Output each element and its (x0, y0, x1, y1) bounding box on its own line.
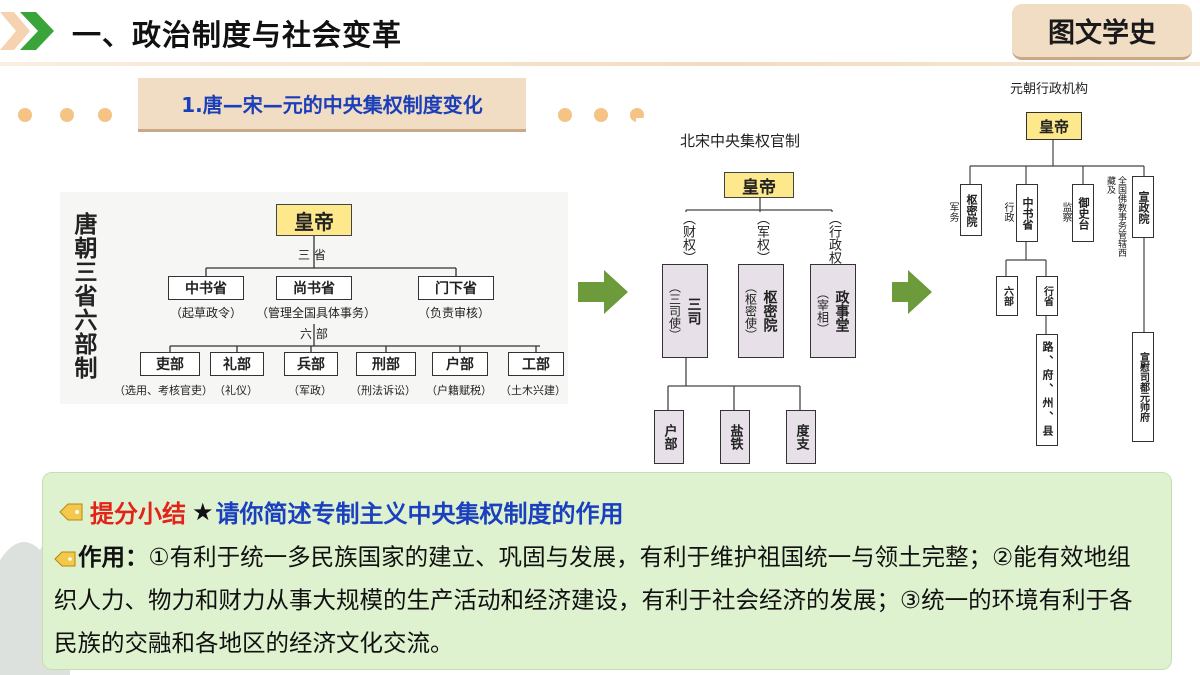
summary-answer: 作用：①有利于统一多民族国家的建立、巩固与发展，有利于维护祖国统一与领土完整；②… (54, 536, 1154, 665)
song-power-label: （军权） (752, 212, 771, 264)
song-office-name: 政事堂 (833, 290, 850, 332)
tang-bu-duty: （礼仪） (214, 384, 258, 397)
tang-sheng-box: 门下省 (418, 276, 494, 300)
tang-bu-box: 刑部 (356, 352, 416, 376)
section-subtitle: 1.唐—宋—元的中央集权制度变化 (138, 78, 526, 132)
tang-bu-duty: （土木兴建） (500, 384, 566, 397)
tang-bu-box: 工部 (508, 352, 564, 376)
tang-bu-duty: （户籍赋税） (426, 384, 492, 397)
chevron-right-icon (0, 12, 54, 50)
yuan-role-label: 监察 (1060, 202, 1071, 222)
tang-sheng-box: 尚书省 (276, 276, 352, 300)
song-emperor-box: 皇帝 (724, 172, 794, 198)
song-office-box: 政事堂 （宰相） (810, 264, 856, 358)
song-office-sub: （宰相） (815, 287, 830, 335)
header-divider (0, 62, 1200, 66)
yuan-office-box: 枢密院 (960, 184, 982, 236)
tang-connectors (169, 234, 540, 352)
song-office-box: 三司 （三司使） (662, 264, 708, 358)
summary-highlight: 提分小结 (90, 500, 186, 528)
tang-bu-box: 礼部 (210, 352, 264, 376)
song-office-sub: （三司使） (667, 281, 682, 341)
yuan-office-box: 宣政院 (1132, 176, 1154, 238)
tang-sheng-duty: （管理全国具体事务） (256, 306, 377, 320)
tang-liubu-label: 六 部 (300, 327, 328, 341)
tag-icon (54, 551, 76, 566)
tang-sheng-box: 中书省 (168, 276, 244, 300)
song-title: 北宋中央集权官制 (680, 132, 801, 150)
yuan-title: 元朝行政机构 (1010, 82, 1089, 97)
yuan-office-box: 中书省 (1016, 184, 1038, 242)
yuan-role-label: 行政 (1002, 202, 1013, 222)
green-arrow-icon (882, 270, 932, 314)
section-badge: 图文学史 (1012, 4, 1192, 60)
song-sansi-sub-box: 度支 (786, 410, 816, 464)
yuan-liubu-box: 六部 (996, 276, 1018, 316)
summary-question: 请你简述专制主义中央集权制度的作用 (215, 500, 624, 528)
summary-header: 提分小结 ★ 请你简述专制主义中央集权制度的作用 (58, 494, 624, 529)
decor-dot (98, 108, 112, 122)
tang-bu-duty: （刑法诉讼） (350, 384, 416, 397)
decor-dot (60, 108, 74, 122)
summary-panel (42, 472, 1172, 670)
song-diagram: 北宋中央集权官制 皇帝 （财权） （军权） （行政权） 三司 （三司使） 枢密院… (636, 118, 892, 470)
song-power-label: （行政权） (824, 212, 843, 277)
tag-icon (59, 503, 83, 520)
answer-text: ①有利于统一多民族国家的建立、巩固与发展，有利于维护祖国统一与领土完整；②能有效… (54, 543, 1133, 657)
tang-bu-box: 兵部 (284, 352, 338, 376)
tang-emperor-box: 皇帝 (276, 204, 352, 236)
tang-bu-duty: （选用、考核官吏） (114, 384, 213, 397)
tang-diagram: 唐朝三省六部制 皇帝 三 省 中书省 （起草政令） 尚书省 （管理全国具体事务）… (60, 192, 568, 404)
tang-side-label: 唐朝三省六部制 (70, 212, 97, 380)
tang-bu-box: 吏部 (140, 352, 200, 376)
star-icon: ★ (192, 497, 214, 526)
yuan-emperor-box: 皇帝 (1026, 112, 1082, 140)
yuan-xuanwei-box: 宣慰司都元帅府 (1132, 332, 1154, 442)
yuan-connectors (969, 140, 1145, 334)
tang-bu-duty: （军政） (288, 384, 332, 397)
tang-sheng-duty: （负责审核） (418, 306, 491, 320)
decor-dot (18, 108, 32, 122)
tang-sheng-duty: （起草政令） (170, 306, 243, 320)
song-office-box: 枢密院 （枢密使） (738, 264, 784, 358)
green-arrow-icon (578, 270, 628, 314)
decor-dot (558, 108, 572, 122)
tang-sansheng-label: 三 省 (298, 248, 326, 262)
yuan-office-box: 御史台 (1072, 184, 1094, 242)
yuan-role-label: 军务 (947, 202, 958, 222)
yuan-diagram: 元朝行政机构 皇帝 军务 枢密院 行政 中书省 监察 御史台 全国佛教事务管辖西… (940, 70, 1162, 466)
answer-label: 作用： (78, 543, 149, 571)
tang-bu-box: 户部 (432, 352, 488, 376)
yuan-xingsheng-box: 行省 (1036, 276, 1058, 316)
song-power-label: （财权） (678, 212, 697, 264)
song-office-name: 三司 (685, 297, 702, 325)
yuan-role-label: 全国佛教事务管辖西藏及 (1105, 176, 1126, 257)
song-sansi-sub-box: 户部 (654, 410, 684, 464)
song-office-name: 枢密院 (761, 290, 778, 332)
page-title: 一、政治制度与社会变革 (72, 18, 403, 52)
yuan-local-box: 路、府、州、县 (1036, 334, 1058, 446)
decor-dot (594, 108, 608, 122)
song-sansi-sub-box: 盐铁 (720, 410, 750, 464)
song-office-sub: （枢密使） (743, 281, 758, 341)
